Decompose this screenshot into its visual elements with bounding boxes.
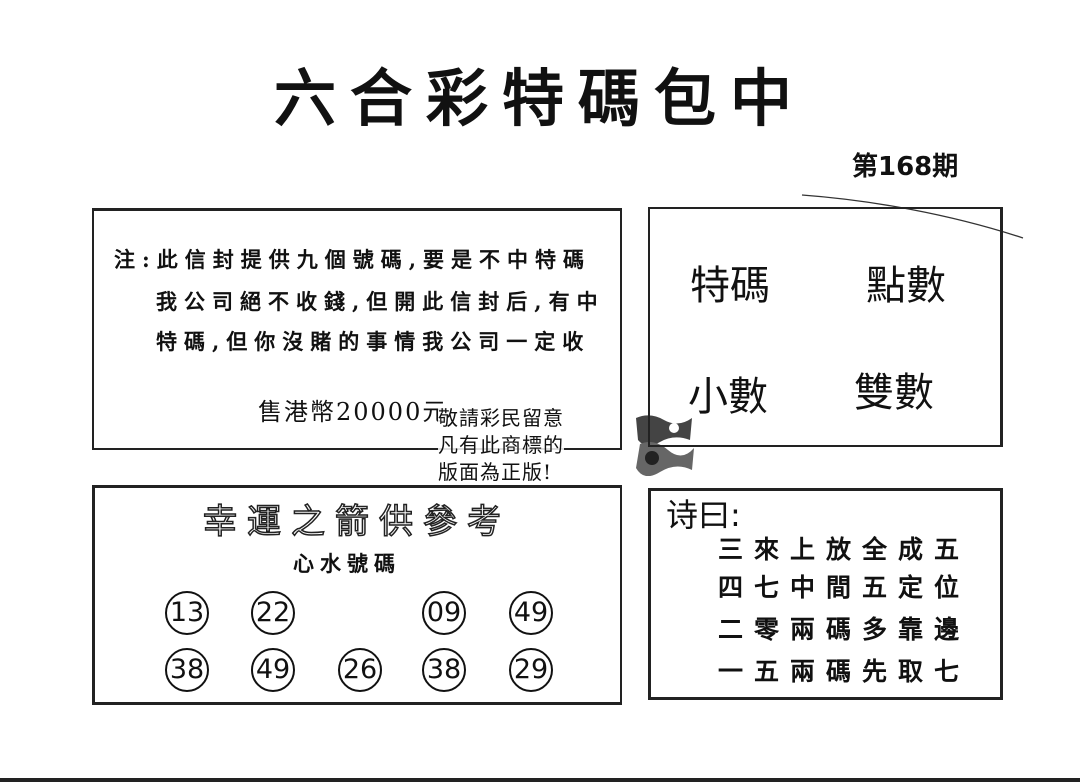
- note-line-1: 注:此信封提供九個號碼,要是不中特碼: [114, 247, 592, 272]
- number-ball: 49: [251, 648, 295, 692]
- number-ball: 13: [165, 591, 209, 635]
- authenticity-stamp-text: 敬請彩民留意 凡有此商標的 版面為正版!: [438, 405, 564, 486]
- issue-number: 第168期: [852, 152, 959, 182]
- note-line-2: 我公司絕不收錢,但開此信封后,有中: [156, 289, 605, 314]
- poem-title: 诗曰:: [666, 496, 741, 534]
- poem-line: 三來上放全成五: [718, 535, 971, 564]
- number-ball: 38: [165, 648, 209, 692]
- stamp-line-2: 凡有此商標的: [438, 433, 564, 457]
- reference-title: 幸運之箭供參考: [202, 501, 511, 543]
- tip-special-number: 特碼: [690, 263, 770, 309]
- stamp-line-1: 敬請彩民留意: [438, 406, 564, 430]
- reference-subtitle: 心水號碼: [293, 551, 401, 576]
- number-ball: 49: [509, 591, 553, 635]
- note-box: [92, 208, 622, 450]
- tips-box: [648, 207, 1003, 447]
- number-ball: 29: [509, 648, 553, 692]
- number-ball: 22: [251, 591, 295, 635]
- page-title: 六合彩特碼包中: [273, 62, 806, 135]
- poem-line: 二零兩碼多靠邊: [718, 615, 971, 644]
- poem-line: 一五兩碼先取七: [718, 657, 971, 686]
- scan-edge-line: [0, 778, 1080, 782]
- price-text: 售港幣20000元: [258, 398, 449, 426]
- reference-box: [92, 485, 622, 705]
- number-ball: 26: [338, 648, 382, 692]
- tip-small-number: 小數: [688, 374, 768, 420]
- poem-box: [648, 488, 1003, 700]
- note-line-3: 特碼,但你沒賭的事情我公司一定收: [156, 329, 591, 354]
- stray-pen-line: [801, 194, 1024, 239]
- stamp-line-3: 版面為正版!: [438, 460, 553, 484]
- poem-line: 四七中間五定位: [718, 573, 971, 602]
- number-ball: 09: [422, 591, 466, 635]
- number-ball: 38: [422, 648, 466, 692]
- tip-points: 點數: [866, 263, 946, 309]
- tip-even-number: 雙數: [854, 370, 934, 416]
- trademark-logo-icon: [630, 410, 698, 476]
